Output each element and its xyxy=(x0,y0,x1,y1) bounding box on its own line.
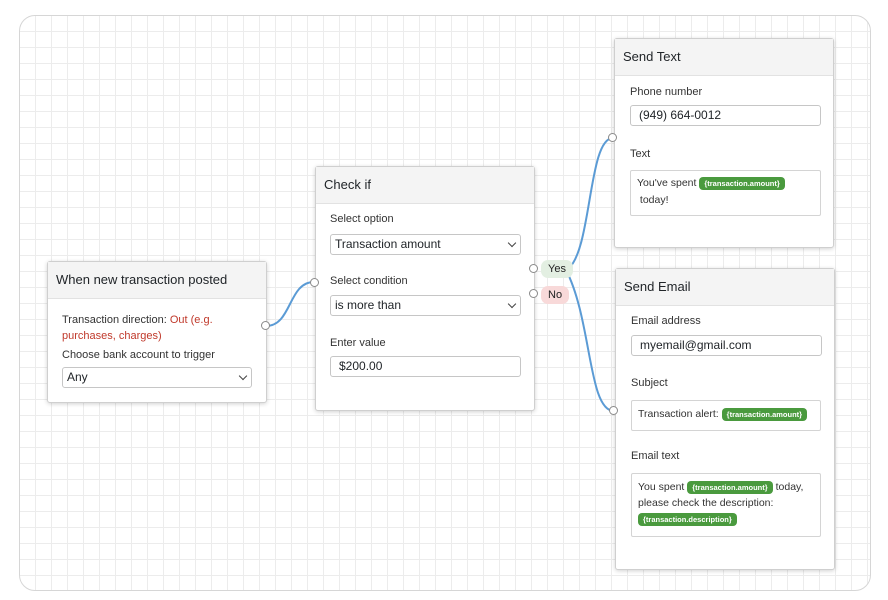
select-condition-label: Select condition xyxy=(330,275,408,287)
text-label: Text xyxy=(630,148,651,160)
subject-prefix: Transaction alert: xyxy=(638,408,719,420)
transaction-direction-value[interactable]: Out (e.g. purchases, charges) xyxy=(62,314,213,342)
variable-tag-transaction-amount[interactable]: {transaction.amount} xyxy=(721,407,808,421)
send-email-node[interactable]: Send Email Email address myemail@gmail.c… xyxy=(615,268,835,570)
send-text-node-title: Send Text xyxy=(615,39,833,76)
send-text-input-port[interactable] xyxy=(608,133,617,142)
variable-tag-transaction-description[interactable]: {transaction.description} xyxy=(638,512,737,526)
send-email-node-title: Send Email xyxy=(616,269,834,306)
select-condition-value: is more than xyxy=(335,298,402,312)
check-if-node[interactable]: Check if Select option Transaction amoun… xyxy=(315,166,535,411)
email-address-value: myemail@gmail.com xyxy=(640,338,752,352)
bank-account-select[interactable]: Any xyxy=(62,367,252,388)
trigger-node-title: When new transaction posted xyxy=(48,262,266,299)
email-text-middle: today, please check the description: xyxy=(638,481,804,509)
trigger-output-port[interactable] xyxy=(261,321,270,330)
send-text-node[interactable]: Send Text Phone number (949) 664-0012 Te… xyxy=(614,38,834,248)
enter-value-label: Enter value xyxy=(330,337,386,349)
bank-account-label: Choose bank account to trigger xyxy=(62,349,215,361)
check-if-node-title: Check if xyxy=(316,167,534,204)
trigger-node[interactable]: When new transaction posted Transaction … xyxy=(47,261,267,403)
no-output-port[interactable] xyxy=(529,289,538,298)
text-message-editor[interactable]: You've spent {transaction.amount} today! xyxy=(630,170,821,216)
chevron-down-icon xyxy=(509,241,515,247)
email-text-prefix: You spent xyxy=(638,481,685,493)
select-option-value: Transaction amount xyxy=(335,237,441,251)
enter-value-text: $200.00 xyxy=(339,359,383,373)
select-option-label: Select option xyxy=(330,213,394,225)
check-if-input-port[interactable] xyxy=(310,278,319,287)
variable-tag-transaction-amount[interactable]: {transaction.amount} xyxy=(687,480,773,494)
phone-number-input[interactable]: (949) 664-0012 xyxy=(630,105,821,126)
yes-output-port[interactable] xyxy=(529,264,538,273)
transaction-direction-label: Transaction direction: xyxy=(62,314,167,326)
subject-label: Subject xyxy=(631,377,668,389)
send-email-input-port[interactable] xyxy=(609,406,618,415)
yes-branch-label: Yes xyxy=(541,260,573,278)
phone-number-label: Phone number xyxy=(630,86,703,98)
transaction-direction: Transaction direction: Out (e.g. purchas… xyxy=(62,312,258,344)
email-text-label: Email text xyxy=(631,450,680,462)
email-text-editor[interactable]: You spent {transaction.amount} today, pl… xyxy=(631,473,821,537)
email-address-label: Email address xyxy=(631,315,701,327)
no-branch-label: No xyxy=(541,286,570,304)
variable-tag-transaction-amount[interactable]: {transaction.amount} xyxy=(699,176,785,190)
bank-account-select-value: Any xyxy=(67,370,88,384)
text-message-prefix: You've spent xyxy=(637,177,697,189)
chevron-down-icon xyxy=(240,374,246,380)
text-message-suffix: today! xyxy=(639,194,669,206)
email-address-input[interactable]: myemail@gmail.com xyxy=(631,335,822,356)
phone-number-value: (949) 664-0012 xyxy=(639,108,722,122)
select-condition-dropdown[interactable]: is more than xyxy=(330,295,521,316)
select-option-dropdown[interactable]: Transaction amount xyxy=(330,234,521,255)
chevron-down-icon xyxy=(509,302,515,308)
enter-value-input[interactable]: $200.00 xyxy=(330,356,521,377)
subject-editor[interactable]: Transaction alert: {transaction.amount} xyxy=(631,400,821,431)
